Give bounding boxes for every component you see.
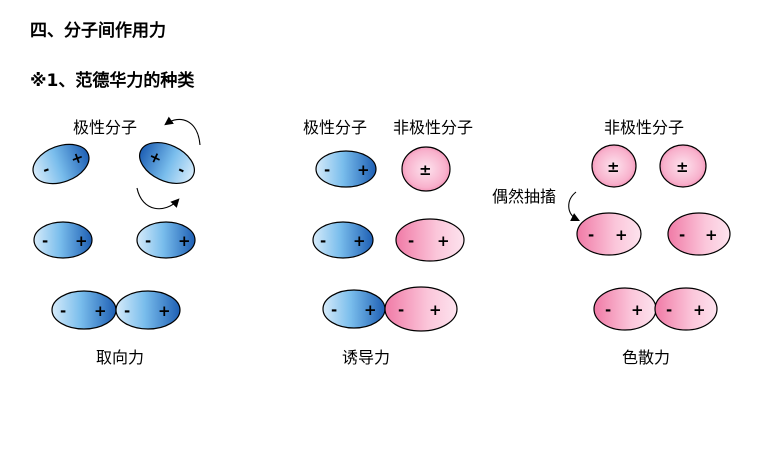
- induction-nonpolar-2: - +: [395, 218, 465, 262]
- plus-sign: +: [158, 302, 171, 320]
- minus-sign: -: [331, 301, 337, 319]
- plus-sign: +: [94, 302, 107, 320]
- orientation-force-label: 取向力: [96, 348, 145, 367]
- minus-sign: -: [666, 301, 672, 319]
- plus-sign: +: [364, 301, 377, 319]
- dispersion-molecule-6: - +: [654, 287, 718, 331]
- plus-sign: +: [357, 161, 370, 179]
- dispersion-molecule-3: - +: [576, 212, 642, 256]
- dispersion-molecule-4: - +: [667, 212, 731, 256]
- plus-minus-sign: ±: [419, 161, 432, 179]
- rotation-arrow-top-icon: [164, 116, 201, 146]
- induction-polar-3: - +: [322, 289, 386, 329]
- dispersion-force-label: 色散力: [622, 348, 671, 367]
- minus-sign: -: [408, 232, 414, 250]
- minus-sign: -: [60, 302, 66, 320]
- plus-sign: +: [437, 232, 450, 250]
- orientation-molecule-5: - +: [51, 290, 117, 330]
- minus-sign: -: [124, 302, 130, 320]
- orientation-molecule-6: - +: [115, 290, 181, 330]
- plus-sign: +: [353, 232, 366, 250]
- orientation-molecule-1: - +: [32, 143, 90, 185]
- dispersion-annotation: 偶然抽搐: [492, 187, 557, 206]
- plus-sign: +: [615, 226, 628, 244]
- plus-minus-sign: ±: [607, 158, 620, 176]
- induction-header-nonpolar: 非极性分子: [393, 118, 474, 137]
- induction-polar-2: - +: [312, 221, 374, 259]
- orientation-header: 极性分子: [73, 118, 138, 137]
- induction-nonpolar-1: ±: [401, 146, 451, 192]
- minus-sign: -: [588, 226, 594, 244]
- minus-sign: -: [679, 226, 685, 244]
- orientation-molecule-4: - +: [136, 221, 196, 259]
- plus-sign: +: [75, 232, 88, 250]
- induction-polar-1: - +: [315, 150, 377, 188]
- sub-title: ※1、范德华力的种类: [30, 71, 195, 91]
- induction-force-label: 诱导力: [342, 348, 391, 367]
- section-title: 四、分子间作用力: [30, 21, 166, 41]
- dispersion-molecule-5: - +: [593, 287, 657, 331]
- dispersion-molecule-2: ±: [659, 144, 707, 188]
- plus-sign: +: [705, 226, 718, 244]
- plus-sign: +: [631, 301, 644, 319]
- minus-sign: -: [398, 301, 404, 319]
- dispersion-header: 非极性分子: [604, 118, 685, 137]
- plus-sign: +: [429, 301, 442, 319]
- rotation-arrow-bottom-icon: [136, 187, 180, 210]
- orientation-molecule-3: - +: [33, 221, 93, 259]
- plus-sign: +: [68, 147, 86, 168]
- plus-minus-sign: ±: [676, 158, 689, 176]
- minus-sign: -: [605, 301, 611, 319]
- minus-sign: -: [320, 232, 326, 250]
- orientation-molecule-2: + -: [139, 141, 195, 185]
- minus-sign: -: [145, 232, 151, 250]
- plus-sign: +: [178, 232, 191, 250]
- induction-nonpolar-3: - +: [384, 286, 458, 332]
- fluctuation-arrow-icon: [568, 191, 580, 221]
- induction-header-polar: 极性分子: [303, 118, 368, 137]
- dispersion-molecule-1: ±: [591, 144, 637, 188]
- minus-sign: -: [42, 232, 48, 250]
- plus-sign: +: [693, 301, 706, 319]
- minus-sign: -: [324, 161, 330, 179]
